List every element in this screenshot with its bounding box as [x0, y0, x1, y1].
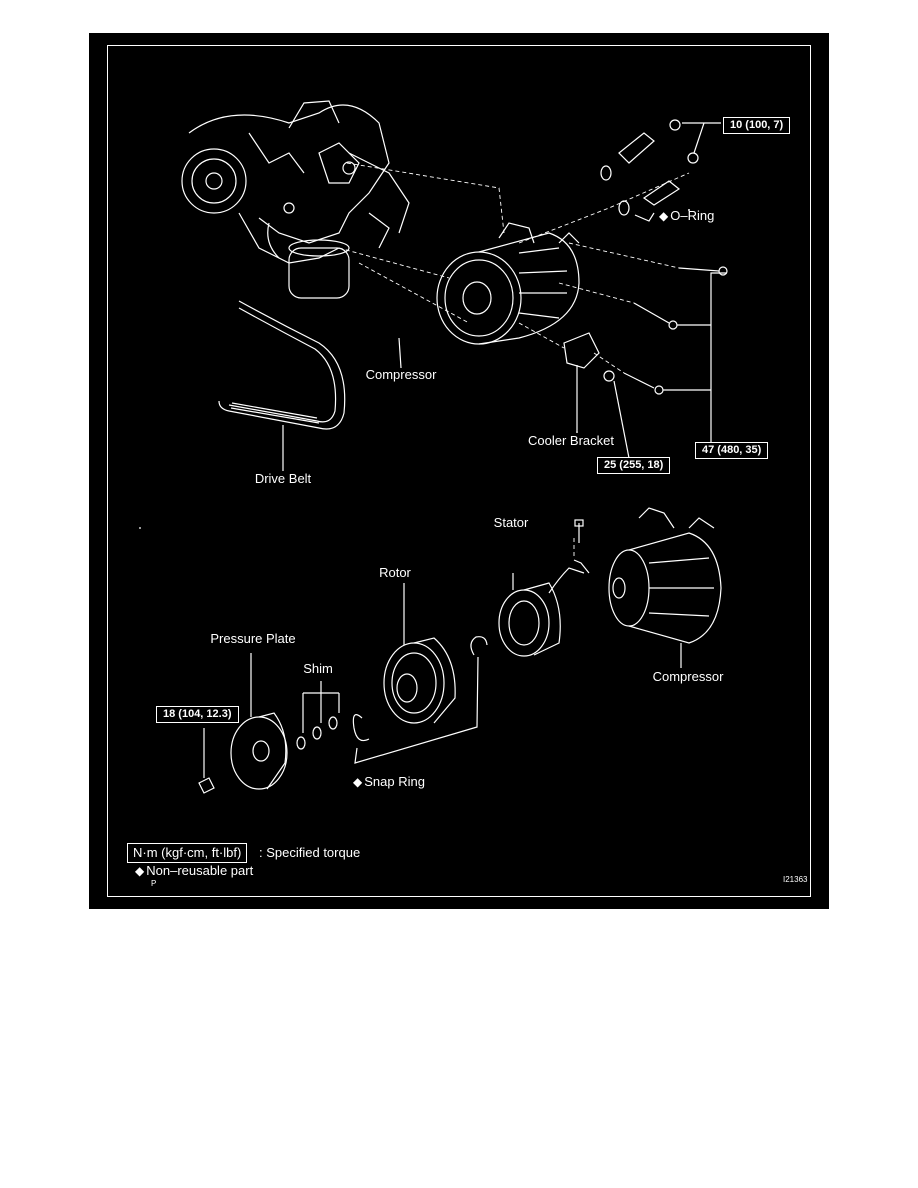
drive-belt-illustration	[218, 300, 346, 430]
torque-spec-cooler-bracket: 25 (255, 18)	[597, 457, 671, 474]
rotor-illustration	[383, 583, 456, 724]
compressor-label-bottom: Compressor	[652, 669, 724, 684]
guide-lines	[338, 162, 690, 556]
cooler-bracket-illustration	[563, 332, 630, 459]
stator-illustration	[498, 519, 590, 657]
shim-illustration	[296, 681, 340, 750]
diagram-frame	[107, 45, 811, 897]
shim-label: Shim	[303, 661, 333, 676]
snap-ring-illustration	[352, 636, 488, 764]
top-compressor-illustration	[436, 222, 580, 345]
torque-spec-pressure-plate: 18 (104, 12.3)	[156, 706, 239, 723]
legend-unit-box: N·m (kgf·cm, ft·lbf)	[127, 843, 248, 863]
diagram-panel: 10 (100, 7) 47 (480, 35) 25 (255, 18) 18…	[89, 33, 829, 909]
o-ring-label: ◆O–Ring	[659, 208, 715, 223]
nonreusable-diamond-icon: ◆	[135, 864, 145, 878]
snap-ring-label: ◆Snap Ring	[353, 774, 425, 789]
mounting-bolts-illustration	[623, 266, 728, 447]
drive-belt-label: Drive Belt	[254, 471, 312, 486]
exploded-view-artwork	[139, 100, 728, 794]
legend-nonreusable: ◆Non–reusable part	[135, 863, 254, 878]
compressor-label-top: Compressor	[365, 367, 437, 382]
torque-spec-compressor-bolts: 47 (480, 35)	[695, 442, 769, 459]
bottom-compressor-illustration	[608, 507, 722, 668]
nonreusable-diamond-icon: ◆	[353, 775, 363, 789]
rotor-label: Rotor	[379, 565, 411, 580]
legend-unit-description: : Specified torque	[259, 845, 361, 860]
figure-id: I21363	[783, 875, 808, 884]
cooler-bracket-label: Cooler Bracket	[528, 433, 614, 448]
stator-label: Stator	[493, 515, 529, 530]
nonreusable-diamond-icon: ◆	[659, 209, 669, 223]
torque-spec-fittings: 10 (100, 7)	[723, 117, 791, 134]
legend-p-mark: P	[151, 879, 157, 888]
pressure-plate-label: Pressure Plate	[210, 631, 296, 646]
pressure-plate-illustration	[198, 653, 288, 794]
engine-illustration	[181, 100, 410, 299]
fittings-illustration	[600, 119, 721, 216]
